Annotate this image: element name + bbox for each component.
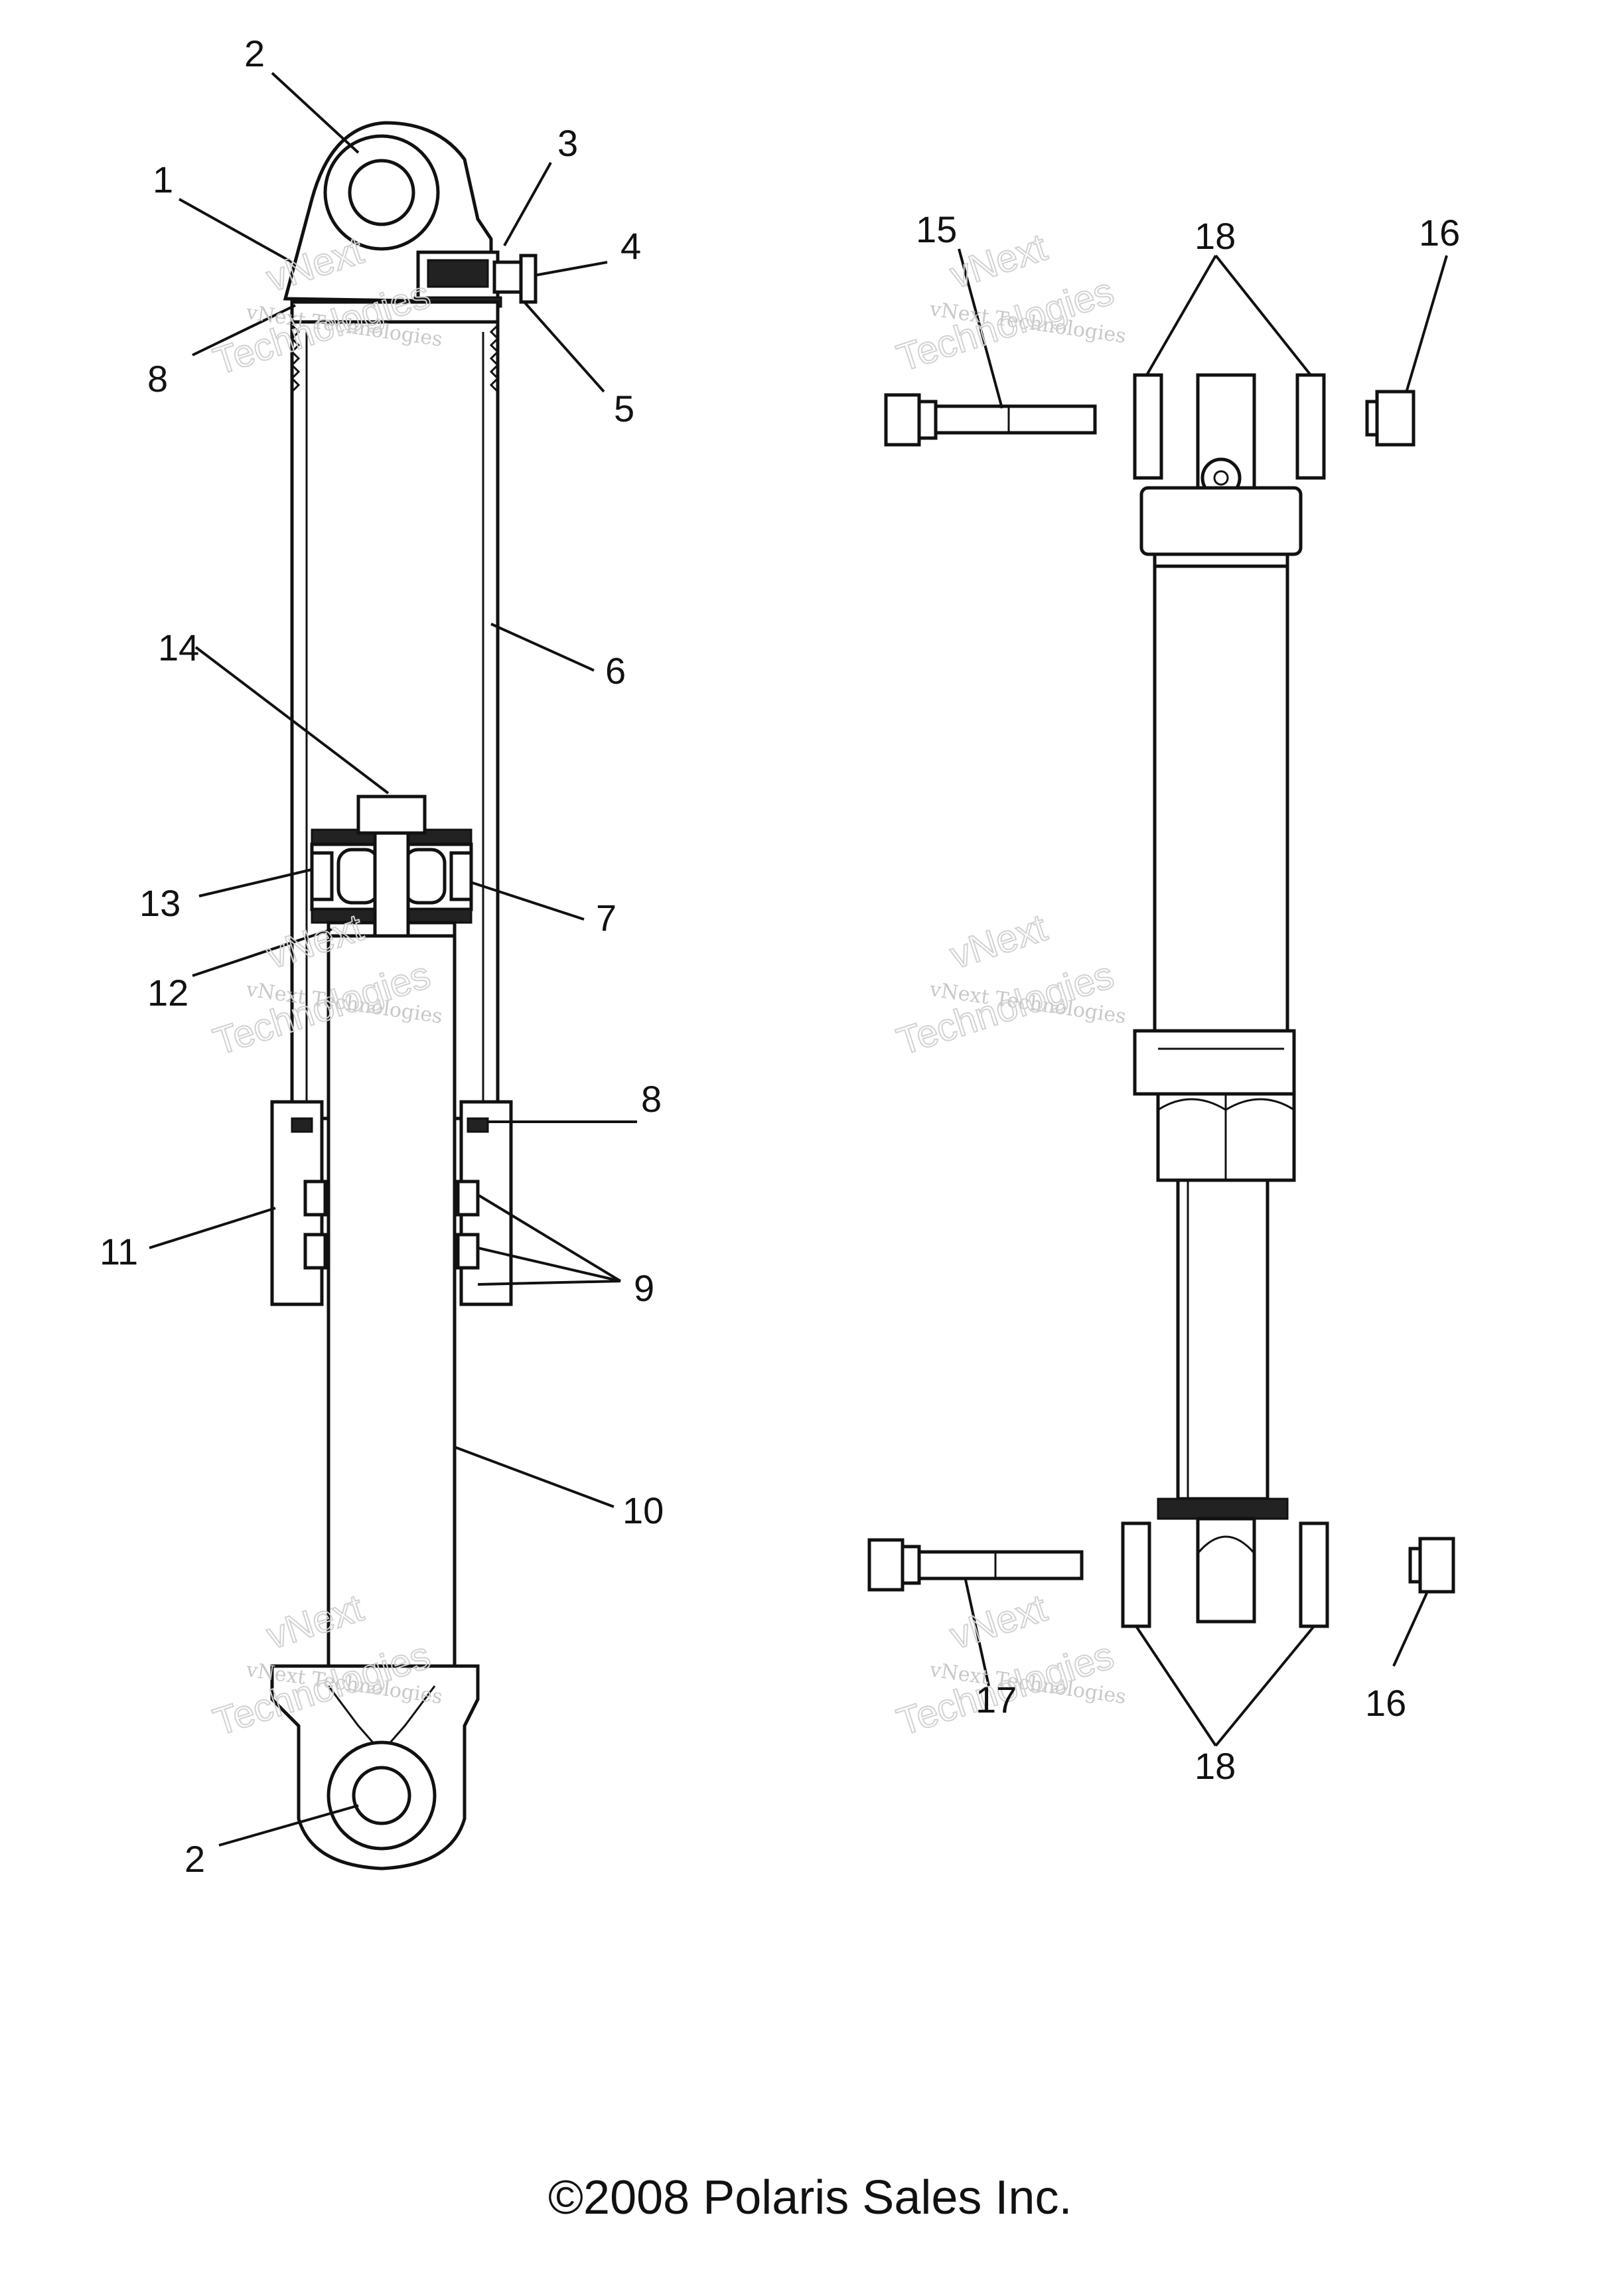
callout-16-top: 16 (1419, 212, 1460, 254)
callout-15: 15 (916, 208, 957, 250)
valve-insert (427, 259, 489, 288)
upper-nut (1375, 390, 1416, 447)
lower-eyelet (1196, 1517, 1256, 1624)
collar (1133, 1029, 1296, 1096)
piston-band-left (310, 851, 334, 901)
callout-17: 17 (976, 1679, 1017, 1721)
callout-6: 6 (605, 650, 626, 692)
body-tube (1153, 564, 1289, 1033)
callout-13: 13 (139, 882, 181, 924)
upper-spacer-right (1295, 373, 1326, 480)
callout-18-top: 18 (1195, 215, 1236, 257)
top-cap (1139, 486, 1303, 556)
lower-spacer-left (1121, 1521, 1151, 1628)
callout-18-bottom: 18 (1195, 1745, 1236, 1787)
upper-bolt-head (884, 393, 921, 447)
damper-rod (327, 934, 457, 1681)
callout-2-bottom: 2 (184, 1838, 205, 1880)
upper-bolt-flange (917, 400, 938, 440)
callout-1: 1 (153, 159, 173, 200)
callout-9: 9 (634, 1267, 654, 1309)
callout-7: 7 (596, 897, 617, 939)
upper-spacer-left (1133, 373, 1163, 480)
callout-5: 5 (614, 388, 634, 429)
seal-ring-1 (303, 1180, 327, 1217)
piston-valve-left (336, 848, 380, 905)
bottom-eyelet-bore (352, 1766, 411, 1825)
assembled-shock (867, 373, 1455, 1628)
lower-bolt-flange (901, 1545, 921, 1585)
callout-16-bottom: 16 (1365, 1682, 1406, 1724)
callout-2-top: 2 (244, 33, 265, 74)
watermark-text: vNext (945, 906, 1052, 978)
copyright-notice: ©2008 Polaris Sales Inc. (548, 2171, 1072, 2224)
lower-spacer-right (1299, 1521, 1329, 1628)
upper-bolt-shank (934, 404, 1097, 435)
callout-10: 10 (622, 1490, 664, 1531)
cap-ring (1153, 552, 1289, 568)
upper-nut-flange (1365, 400, 1379, 437)
seal-ring-3 (303, 1233, 327, 1270)
seal-ring-2 (456, 1180, 480, 1217)
lower-bolt-shank (917, 1550, 1084, 1580)
callout-11: 11 (100, 1231, 138, 1272)
rod-bumper (1157, 1497, 1289, 1520)
callout-labels: 1 2 3 4 5 6 7 8 8 9 10 11 12 13 14 2 15 … (100, 33, 1460, 1880)
callout-12: 12 (147, 972, 188, 1014)
callout-8-top: 8 (147, 358, 168, 400)
lower-nut (1418, 1537, 1455, 1594)
lower-bolt-head (867, 1538, 905, 1592)
collar-oring-right (467, 1117, 489, 1133)
piston-band-right (449, 851, 473, 901)
watermark-text: vNext (945, 1586, 1052, 1658)
callout-14: 14 (158, 627, 199, 668)
top-cap-plate (290, 300, 500, 324)
piston-nut (356, 795, 427, 835)
lower-nut-flange (1408, 1547, 1422, 1584)
top-eyelet-bore (348, 159, 415, 226)
damper-rod-assembled (1176, 1178, 1270, 1501)
collar-oring-left (291, 1117, 313, 1133)
valve-cap (519, 254, 538, 304)
callout-8-bottom: 8 (641, 1078, 662, 1120)
seal-ring-4 (456, 1233, 480, 1270)
watermark-text: vNext (945, 226, 1052, 297)
cutaway-shock (270, 121, 538, 1871)
piston-valve-right (403, 848, 447, 905)
callout-4: 4 (620, 225, 641, 267)
callout-3: 3 (557, 122, 578, 164)
leader-lines (149, 72, 1448, 1847)
